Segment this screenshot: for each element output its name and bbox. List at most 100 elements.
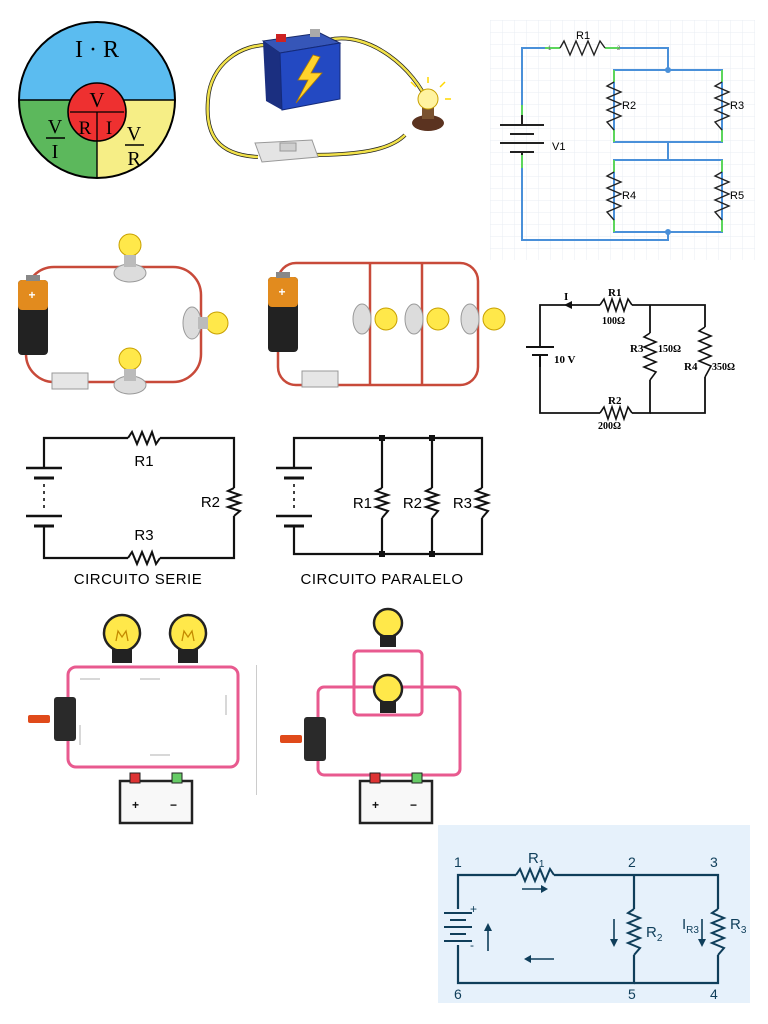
resistor-r3-icon	[127, 549, 161, 567]
resistor-r3-icon	[713, 81, 731, 131]
svg-text:+: +	[372, 798, 379, 812]
ohm-center-v: V	[89, 88, 104, 112]
ohm-left-denominator: I	[52, 141, 59, 163]
simulator-circuit: R1 R2 R3 R4 R5 V1 1 2	[490, 20, 755, 260]
switch-icon	[254, 139, 319, 163]
battery-icon: +	[18, 275, 48, 355]
resistor-r2-icon	[422, 487, 442, 519]
svg-text:+: +	[278, 285, 285, 299]
label-minus: -	[470, 938, 474, 952]
svg-text:−: −	[410, 798, 417, 812]
battery-bulb-illustration	[205, 29, 451, 163]
mixed-circuit: I R1 100Ω R2 200Ω R3 150Ω R4 350Ω 10 V	[526, 287, 735, 432]
ohm-center-r: R	[79, 118, 92, 139]
pin-1: 1	[548, 46, 552, 52]
resistor-r4-icon	[696, 326, 714, 378]
battery-symbol-icon	[26, 466, 62, 528]
arrow-down-icon	[698, 939, 706, 947]
label-r3: R3	[730, 100, 744, 112]
series-lamps-illustration: +	[18, 233, 229, 395]
resistor-r3-icon	[709, 908, 727, 956]
series-bulb-circuit: + −	[28, 613, 240, 825]
arrow-down-icon	[610, 939, 618, 947]
resistor-r5-icon	[713, 171, 731, 221]
parallel-caption: CIRCUITO PARALELO	[301, 571, 464, 588]
node-2: 2	[628, 854, 636, 870]
battery-symbol-icon	[276, 466, 312, 528]
resistor-r3-icon	[641, 332, 659, 381]
resistor-r3-icon	[472, 487, 492, 519]
toggle-switch-icon	[280, 717, 326, 761]
parallel-lamps-illustration: +	[268, 261, 506, 388]
lightbulb-right-icon	[182, 306, 229, 340]
label-r2: R2	[622, 100, 636, 112]
lightbulb-bottom-icon	[113, 347, 147, 395]
svg-text:+: +	[28, 288, 35, 302]
node-1: 1	[454, 854, 462, 870]
series-schematic: R1 R2 R3 CIRCUITO SERIE	[26, 429, 244, 588]
lightbulb-2-icon	[168, 613, 208, 663]
node-circuit: R1 R2 R3 IR3 + - 1 2 3 4 5 6	[438, 825, 750, 1003]
resistor-r1-icon	[515, 866, 555, 884]
ohm-right-numerator: V	[127, 123, 142, 145]
car-battery-icon: + −	[358, 772, 434, 825]
label-current: I	[564, 291, 568, 303]
series-caption: CIRCUITO SERIE	[74, 571, 202, 588]
battery-icon	[261, 29, 342, 111]
arrow-right-icon	[541, 885, 548, 893]
battery-icon: +	[268, 272, 298, 352]
label-r1: R1	[528, 850, 545, 870]
parallel-bulb-circuit: + −	[280, 607, 462, 825]
ohm-center-i: I	[106, 118, 112, 139]
current-arrow-icon	[564, 301, 572, 309]
divider	[256, 665, 257, 795]
label-r2: R2	[201, 494, 220, 511]
battery-symbol-icon	[500, 115, 544, 155]
label-r1: R1	[576, 30, 590, 42]
toggle-switch-icon	[28, 697, 76, 741]
lightbulb-1-icon	[372, 607, 404, 647]
label-r5: R5	[730, 190, 744, 202]
label-r3: R3	[730, 916, 747, 936]
label-r3: R3	[134, 527, 153, 544]
lightbulb-2-icon	[372, 673, 404, 713]
pin-2: 2	[617, 46, 621, 52]
lightbulb-1-icon	[102, 613, 142, 663]
ohms-law-wheel: I · R V R I V I V R	[18, 21, 176, 179]
label-ir3: IR3	[682, 916, 699, 936]
resistor-r4-icon	[605, 171, 623, 221]
parallel-schematic: R1 R2 R3 CIRCUITO PARALELO	[276, 435, 492, 588]
lightbulb-icon	[410, 77, 451, 131]
svg-text:−: −	[170, 798, 177, 812]
lightbulb-1-icon	[352, 303, 398, 335]
ohm-top-label: I · R	[75, 37, 119, 63]
lightbulb-3-icon	[460, 303, 506, 335]
battery-symbol-icon	[526, 346, 554, 367]
node-3: 3	[710, 854, 718, 870]
ohm-left-numerator: V	[48, 116, 63, 138]
ohm-right-denominator: R	[127, 148, 141, 170]
label-source: 10 V	[554, 354, 576, 366]
label-r4: R4	[622, 190, 636, 202]
resistor-r2-icon	[605, 81, 623, 131]
resistor-r2-icon	[599, 404, 633, 422]
label-v1: V1	[552, 141, 565, 153]
car-battery-icon: + −	[118, 772, 194, 825]
resistor-r2-icon	[224, 487, 244, 517]
arrow-left-icon	[524, 955, 531, 963]
label-r2: R2	[403, 495, 422, 512]
resistor-r1-icon	[372, 487, 392, 519]
resistor-r1-icon	[599, 296, 633, 314]
battery-symbol-icon	[444, 912, 472, 942]
svg-text:+: +	[132, 798, 139, 812]
value-r3: 150Ω	[658, 344, 681, 355]
label-r3: R3	[630, 343, 644, 355]
label-r1: R1	[134, 453, 153, 470]
node-5: 5	[628, 986, 636, 1002]
label-r3: R3	[453, 495, 472, 512]
node-4: 4	[710, 986, 718, 1002]
label-plus: +	[470, 902, 477, 916]
resistor-r2-icon	[625, 908, 643, 956]
value-r1: 100Ω	[602, 316, 625, 327]
label-r1: R1	[353, 495, 372, 512]
